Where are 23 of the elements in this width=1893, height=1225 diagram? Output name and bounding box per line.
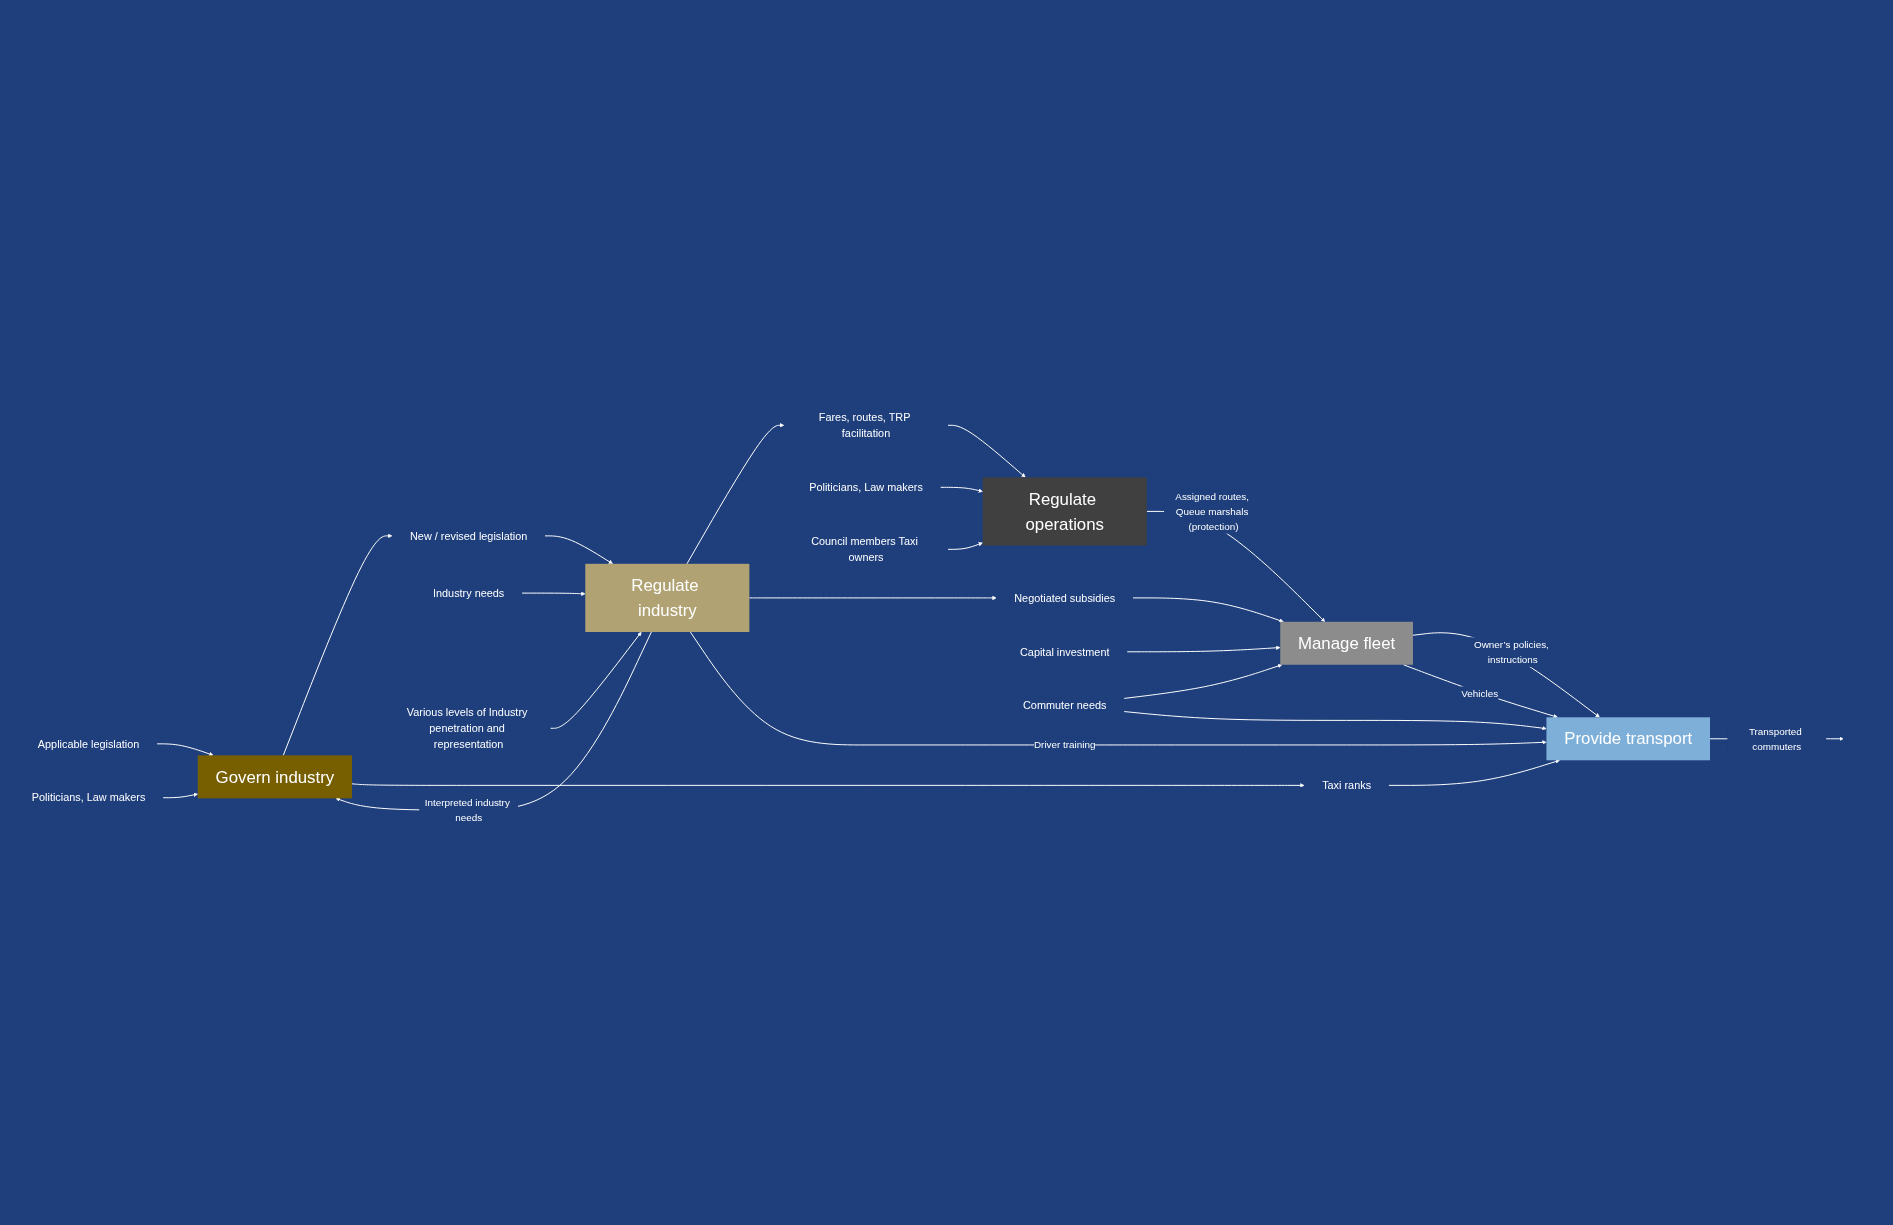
node-box: Manage fleet [1280, 621, 1413, 665]
node-text: Negotiated subsidies [1014, 591, 1116, 605]
node-box: Regulate operations [982, 477, 1147, 546]
edge-label: Vehicles [1461, 688, 1499, 699]
node-text: Politicians, Law makers [809, 481, 923, 494]
node-box: Govern industry [197, 755, 352, 799]
node-text: Applicable legislation [37, 737, 140, 751]
node-text: Council members Taxi owners [811, 535, 918, 564]
node-text: Various levels of Industry penetration and representation [406, 705, 528, 751]
node-text: Commuter needs [1023, 699, 1107, 712]
node-text: New / revised legislation [410, 529, 528, 543]
edge-label: Transported commuters [1748, 725, 1802, 752]
edge-label: Owner’s policies, instructions [1473, 639, 1549, 665]
node-text: Taxi ranks [1322, 779, 1372, 792]
node-text: Capital investment [1020, 645, 1110, 658]
node-text: Politicians, Law makers [31, 791, 146, 804]
node-box: Regulate industry [585, 563, 750, 632]
node-text: Fares, routes, TRP facilitation [818, 410, 911, 440]
node-box: Provide transport [1546, 717, 1710, 761]
edge-label: Assigned routes, Queue marshals (protection) [1175, 491, 1249, 532]
edge-label: Interpreted industry needs [424, 797, 510, 823]
edge-label: Driver training [1033, 739, 1096, 751]
node-text: Industry needs [432, 586, 505, 600]
